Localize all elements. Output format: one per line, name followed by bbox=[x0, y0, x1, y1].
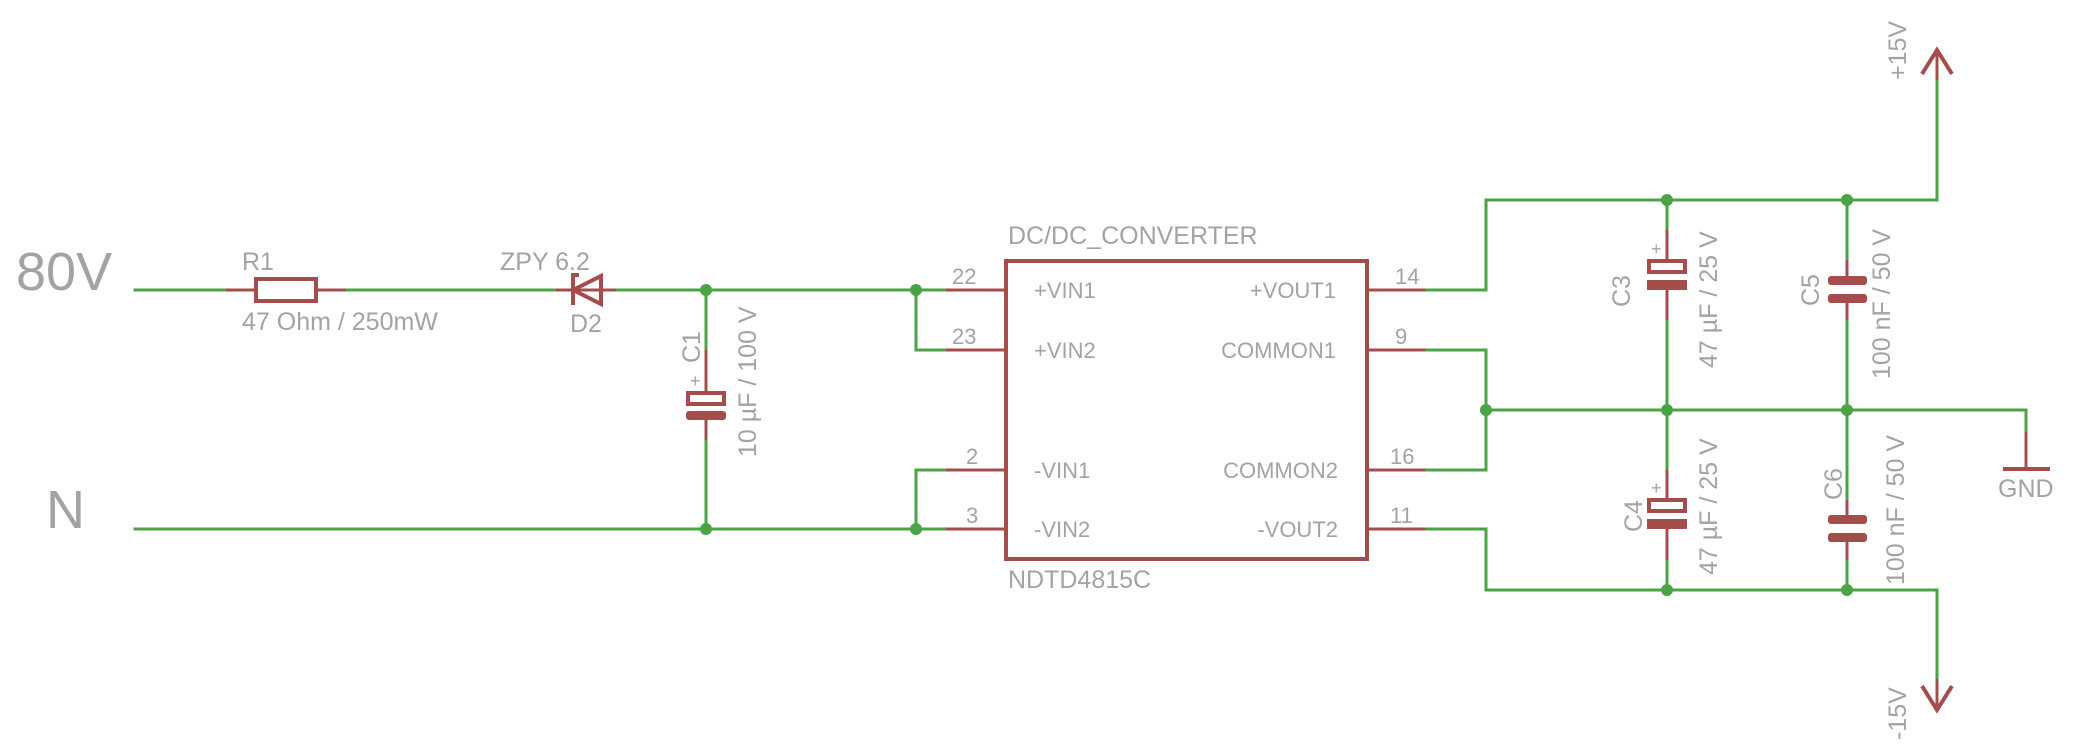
junction bbox=[1661, 584, 1673, 596]
capacitor-c1[interactable]: + C1 10 µF / 100 V bbox=[678, 306, 762, 457]
pin-label: +VIN1 bbox=[1034, 278, 1096, 303]
junction bbox=[1661, 194, 1673, 206]
r1-value: 47 Ohm / 250mW bbox=[242, 308, 438, 336]
d2-name: D2 bbox=[570, 310, 602, 338]
pin-label: COMMON2 bbox=[1223, 458, 1338, 483]
plus-15v-label: +15V bbox=[1884, 21, 1912, 80]
resistor-r1[interactable]: R1 47 Ohm / 250mW bbox=[226, 248, 438, 336]
zener-diode-d2[interactable]: ZPY 6.2 D2 bbox=[500, 248, 616, 338]
c3-value: 47 µF / 25 V bbox=[1695, 231, 1723, 368]
junction bbox=[1841, 194, 1853, 206]
junction bbox=[1841, 584, 1853, 596]
c4-value: 47 µF / 25 V bbox=[1695, 438, 1723, 575]
capacitor-c4[interactable]: + C4 47 µF / 25 V bbox=[1620, 438, 1723, 575]
common-bridge-wire bbox=[1425, 348, 1488, 472]
ic-pin-23[interactable]: 23 +VIN2 bbox=[946, 324, 1096, 363]
d2-value: ZPY 6.2 bbox=[500, 248, 590, 276]
c1-value: 10 µF / 100 V bbox=[734, 306, 762, 457]
ic-part-number: NDTD4815C bbox=[1008, 566, 1151, 594]
ground-symbol[interactable]: GND bbox=[1998, 432, 2054, 503]
ground-rail bbox=[1484, 408, 2028, 434]
junction bbox=[700, 284, 712, 296]
pin-number: 14 bbox=[1395, 264, 1419, 289]
capacitor-c3[interactable]: + C3 47 µF / 25 V bbox=[1608, 230, 1723, 368]
junction bbox=[1841, 404, 1853, 416]
junction bbox=[1661, 404, 1673, 416]
pin-number: 2 bbox=[966, 444, 978, 469]
junction bbox=[1480, 404, 1492, 416]
ic-pin-2[interactable]: 2 -VIN1 bbox=[946, 444, 1090, 483]
pin-label: -VOUT2 bbox=[1257, 517, 1338, 542]
pin-label: +VIN2 bbox=[1034, 338, 1096, 363]
negative-output-rail bbox=[1425, 527, 1939, 681]
c6-name: C6 bbox=[1820, 468, 1848, 500]
supply-minus-15v[interactable]: -15V bbox=[1884, 679, 1954, 740]
ic-pin-22[interactable]: 22 +VIN1 bbox=[946, 264, 1096, 303]
dc-dc-converter-ic[interactable]: DC/DC_CONVERTER NDTD4815C 22 +VIN1 23 +V… bbox=[946, 222, 1427, 594]
c3-name: C3 bbox=[1608, 275, 1636, 307]
ic-pin-9[interactable]: 9 COMMON1 bbox=[1221, 324, 1427, 363]
c6-value: 100 nF / 50 V bbox=[1882, 435, 1910, 585]
c1-plus: + bbox=[690, 371, 701, 391]
pin-number: 9 bbox=[1395, 324, 1407, 349]
pin-number: 23 bbox=[952, 324, 976, 349]
ic-pin-11[interactable]: 11 -VOUT2 bbox=[1257, 503, 1427, 542]
r1-name: R1 bbox=[242, 248, 274, 276]
minus-15v-label: -15V bbox=[1884, 687, 1912, 740]
pin-number: 16 bbox=[1390, 444, 1414, 469]
c5-value: 100 nF / 50 V bbox=[1868, 229, 1896, 379]
ic-pin-3[interactable]: 3 -VIN2 bbox=[946, 503, 1090, 542]
pin-number: 11 bbox=[1390, 503, 1413, 528]
c1-name: C1 bbox=[678, 331, 706, 363]
capacitor-c6[interactable]: C6 100 nF / 50 V bbox=[1820, 435, 1910, 585]
c4-plus: + bbox=[1651, 478, 1662, 498]
c4-name: C4 bbox=[1620, 500, 1648, 532]
input-80v-label: 80V bbox=[16, 242, 112, 302]
vin-minus-bridge-wire bbox=[914, 468, 948, 531]
ic-pin-14[interactable]: 14 +VOUT1 bbox=[1250, 264, 1427, 303]
pin-label: COMMON1 bbox=[1221, 338, 1336, 363]
vin-plus-bridge-wire bbox=[914, 288, 948, 352]
ic-pin-16[interactable]: 16 COMMON2 bbox=[1223, 444, 1427, 483]
pin-number: 3 bbox=[966, 503, 978, 528]
capacitor-c5[interactable]: C5 100 nF / 50 V bbox=[1797, 229, 1896, 379]
input-n-label: N bbox=[46, 480, 85, 540]
positive-output-rail bbox=[1425, 78, 1939, 292]
c5-name: C5 bbox=[1797, 274, 1825, 306]
gnd-label: GND bbox=[1998, 475, 2054, 503]
c3-plus: + bbox=[1651, 239, 1662, 259]
supply-plus-15v[interactable]: +15V bbox=[1884, 21, 1954, 80]
junction bbox=[700, 523, 712, 535]
pin-label: -VIN2 bbox=[1034, 517, 1090, 542]
ic-name: DC/DC_CONVERTER bbox=[1008, 222, 1258, 250]
pin-number: 22 bbox=[952, 264, 976, 289]
pin-label: -VIN1 bbox=[1034, 458, 1090, 483]
pin-label: +VOUT1 bbox=[1250, 278, 1336, 303]
